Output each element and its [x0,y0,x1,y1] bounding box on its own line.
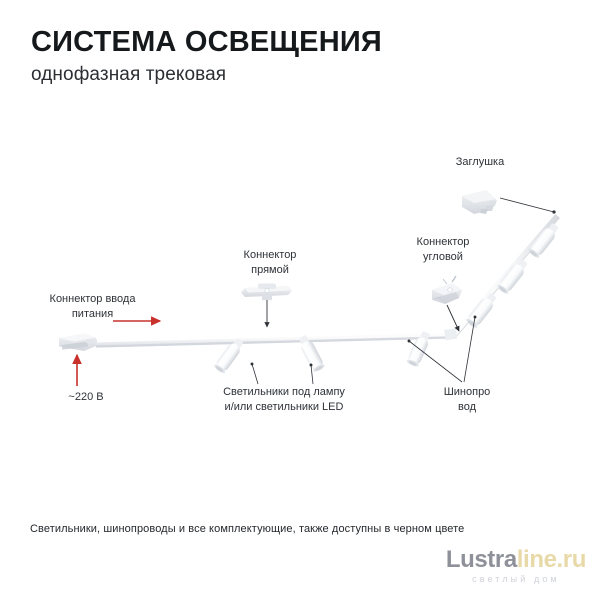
spotlight-fixture [214,338,243,374]
brand-logo: Lustraline.ru светлый дом [445,546,587,584]
label-corner-connector: Коннектор угловой [416,236,470,263]
busbar-leader [463,315,477,383]
corner-connector-leader [446,304,460,332]
spotlight-fixture [528,223,559,258]
logo-word-primary: Lustra [445,546,517,573]
busbar-leader [407,339,463,383]
logo-word-secondary: line.ru [516,546,587,573]
label-end-cap: Заглушка [455,156,505,168]
luminaire-leader [309,363,314,385]
horizontal-track-rail [96,330,452,348]
label-power-connector: Коннектор ввода питания [49,293,136,320]
page-subtitle: однофазная трековая [31,64,227,86]
logo-wordmark: Lustraline.ru [445,546,587,573]
power-input-connector-part [59,333,97,351]
page-title: СИСТЕМА ОСВЕЩЕНИЯ [31,26,382,58]
end-cap-part [462,190,497,214]
luminaire-leader [250,362,259,385]
end-cap-leader [499,197,556,214]
spotlight-fixture [299,335,325,372]
corner-connector-part [432,275,462,304]
spotlight-fixture [406,331,430,367]
spotlight-fixture [497,259,528,294]
label-voltage: ~220 В [68,391,104,403]
label-luminaires: Светильники под лампу и/или светильники … [223,386,345,413]
label-busbar: Шинопро вод [443,386,491,413]
logo-tagline: светлый дом [472,574,560,584]
label-straight-connector: Коннектор прямой [243,249,297,276]
page-header: СИСТЕМА ОСВЕЩЕНИЯ однофазная трековая [31,26,571,86]
footer-note: Светильники, шинопроводы и все комплекту… [30,523,465,535]
straight-connector-part [241,283,292,301]
